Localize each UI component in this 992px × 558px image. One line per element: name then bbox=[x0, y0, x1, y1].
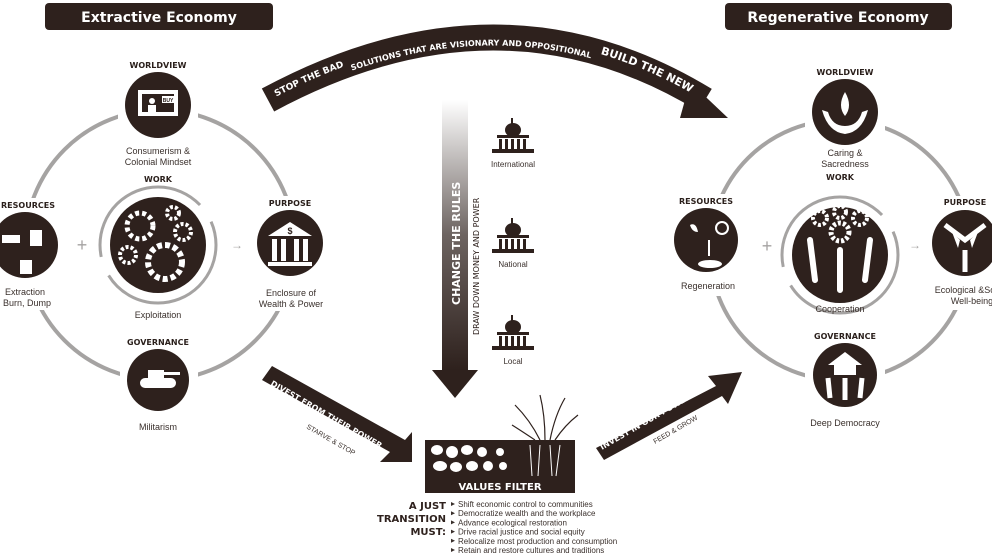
svg-text:RESOURCES: RESOURCES bbox=[1, 201, 55, 210]
svg-text:Sacredness: Sacredness bbox=[821, 159, 869, 169]
tank-icon bbox=[140, 370, 180, 388]
people-house-icon bbox=[825, 352, 865, 400]
factory-trash-icon bbox=[2, 230, 42, 274]
divest-arrow: DIVEST FROM THEIR POWER STARVE & STOP bbox=[262, 366, 412, 462]
svg-text:Extractive Economy: Extractive Economy bbox=[81, 10, 237, 26]
svg-text:A JUST: A JUST bbox=[409, 501, 446, 512]
svg-text:Cooperation: Cooperation bbox=[815, 304, 864, 314]
transition-item: Democratize wealth and the workplace bbox=[458, 509, 596, 518]
gears-runner-icon bbox=[118, 205, 193, 282]
plus-sign: + bbox=[762, 236, 773, 256]
level-label: Local bbox=[503, 357, 522, 366]
svg-text:BUY: BUY bbox=[163, 98, 174, 104]
svg-text:WORLDVIEW: WORLDVIEW bbox=[817, 68, 874, 77]
transition-item: Advance ecological restoration bbox=[458, 518, 567, 527]
tv-buy-icon: BUY bbox=[138, 90, 178, 116]
svg-text:Regenerative Economy: Regenerative Economy bbox=[747, 10, 928, 26]
invest-arrow: INVEST IN OUR POWER FEED & GROW bbox=[596, 372, 742, 460]
invest-label: INVEST IN OUR POWER bbox=[599, 392, 693, 451]
left-governance-node: GOVERNANCE Militarism bbox=[120, 334, 198, 435]
svg-text:Caring &: Caring & bbox=[827, 148, 862, 158]
left-purpose-node: $ PURPOSE Enclosure of Wealth & Power bbox=[250, 196, 330, 311]
svg-text:Militarism: Militarism bbox=[139, 422, 177, 432]
change-the-rules-label: CHANGE THE RULES bbox=[450, 182, 463, 305]
svg-text:RESOURCES: RESOURCES bbox=[679, 197, 733, 206]
arrow-sign: → bbox=[909, 238, 921, 252]
extractive-economy-title: Extractive Economy bbox=[45, 3, 273, 30]
people-butterfly-icon bbox=[943, 223, 987, 272]
bank-dollar-icon: $ bbox=[268, 222, 312, 266]
svg-text:PURPOSE: PURPOSE bbox=[269, 199, 311, 208]
sprout-sun-shovel-icon bbox=[690, 221, 729, 268]
transition-item: Shift economic control to communities bbox=[458, 500, 593, 509]
svg-text:GOVERNANCE: GOVERNANCE bbox=[814, 332, 876, 341]
svg-text:Regeneration: Regeneration bbox=[681, 281, 735, 291]
grass-icon bbox=[511, 394, 579, 441]
government-building-national: National bbox=[492, 218, 534, 269]
right-governance-node: GOVERNANCE Deep Democracy bbox=[805, 330, 885, 433]
government-building-international: International bbox=[491, 118, 535, 169]
just-transition: A JUST TRANSITION MUST: Shift economic c… bbox=[377, 500, 617, 555]
left-worldview-node: BUY WORLDVIEW Consumerism & Colonial Min… bbox=[118, 60, 198, 170]
bullet-icon bbox=[451, 511, 455, 516]
right-purpose-node: PURPOSE Ecological &So Well-being bbox=[930, 196, 992, 310]
grass-roots-icon bbox=[529, 444, 561, 477]
change-the-rules-arrow: CHANGE THE RULES DRAW DOWN MONEY AND POW… bbox=[432, 100, 481, 398]
svg-text:Colonial Mindset: Colonial Mindset bbox=[125, 157, 192, 167]
right-resources-node: RESOURCES Regeneration bbox=[668, 194, 744, 296]
right-work-node: WORK Cooperation bbox=[780, 172, 900, 317]
svg-text:Enclosure of: Enclosure of bbox=[266, 288, 317, 298]
level-label: National bbox=[498, 260, 528, 269]
regenerative-economy-title: Regenerative Economy bbox=[725, 3, 952, 30]
bullet-icon bbox=[451, 502, 455, 506]
left-work-node: WORK Exploitation bbox=[98, 174, 218, 325]
svg-text:PURPOSE: PURPOSE bbox=[944, 198, 986, 207]
svg-text:WORK: WORK bbox=[144, 175, 173, 184]
svg-text:TRANSITION: TRANSITION bbox=[377, 514, 446, 525]
top-arrow: STOP THE BAD SOLUTIONS THAT ARE VISIONAR… bbox=[261, 24, 728, 118]
arrow-sign: → bbox=[231, 238, 243, 252]
plus-sign: + bbox=[77, 235, 88, 255]
government-building-local: Local bbox=[492, 315, 534, 366]
bullet-icon bbox=[451, 538, 455, 543]
svg-text:Well-being: Well-being bbox=[951, 296, 992, 306]
svg-text:Deep Democracy: Deep Democracy bbox=[810, 418, 880, 428]
capitol-building-icon bbox=[492, 218, 534, 253]
svg-text:Extraction: Extraction bbox=[5, 287, 45, 297]
svg-text:MUST:: MUST: bbox=[410, 527, 446, 538]
level-label: International bbox=[491, 160, 535, 169]
values-filter: VALUES FILTER bbox=[425, 394, 579, 493]
svg-text:Wealth & Power: Wealth & Power bbox=[259, 299, 323, 309]
transition-item: Retain and restore cultures and traditio… bbox=[458, 546, 604, 555]
svg-text:$: $ bbox=[287, 226, 292, 236]
left-resources-node: RESOURCES Extraction g, Burn, Dump bbox=[0, 198, 62, 310]
svg-text:WORLDVIEW: WORLDVIEW bbox=[130, 61, 187, 70]
stones-icon bbox=[431, 445, 507, 472]
svg-text:WORK: WORK bbox=[826, 173, 855, 182]
capitol-building-icon bbox=[492, 118, 534, 153]
values-filter-label: VALUES FILTER bbox=[458, 482, 541, 493]
bullet-icon bbox=[451, 529, 455, 534]
hands-water-drop-icon bbox=[822, 92, 868, 134]
bullet-icon bbox=[451, 520, 455, 525]
svg-text:Ecological &So: Ecological &So bbox=[935, 285, 992, 295]
svg-text:Exploitation: Exploitation bbox=[135, 310, 182, 320]
bullet-icon bbox=[451, 548, 455, 552]
svg-text:g, Burn, Dump: g, Burn, Dump bbox=[0, 298, 51, 308]
svg-text:GOVERNANCE: GOVERNANCE bbox=[127, 338, 189, 347]
transition-item: Drive racial justice and social equity bbox=[458, 528, 585, 537]
draw-down-label: DRAW DOWN MONEY AND POWER bbox=[472, 197, 481, 335]
transition-item: Relocalize most production and consumpti… bbox=[458, 537, 617, 546]
svg-text:Consumerism &: Consumerism & bbox=[126, 146, 190, 156]
right-worldview-node: WORLDVIEW Caring & Sacredness bbox=[805, 66, 885, 170]
capitol-building-icon bbox=[492, 315, 534, 350]
people-gears-icon bbox=[807, 204, 873, 293]
